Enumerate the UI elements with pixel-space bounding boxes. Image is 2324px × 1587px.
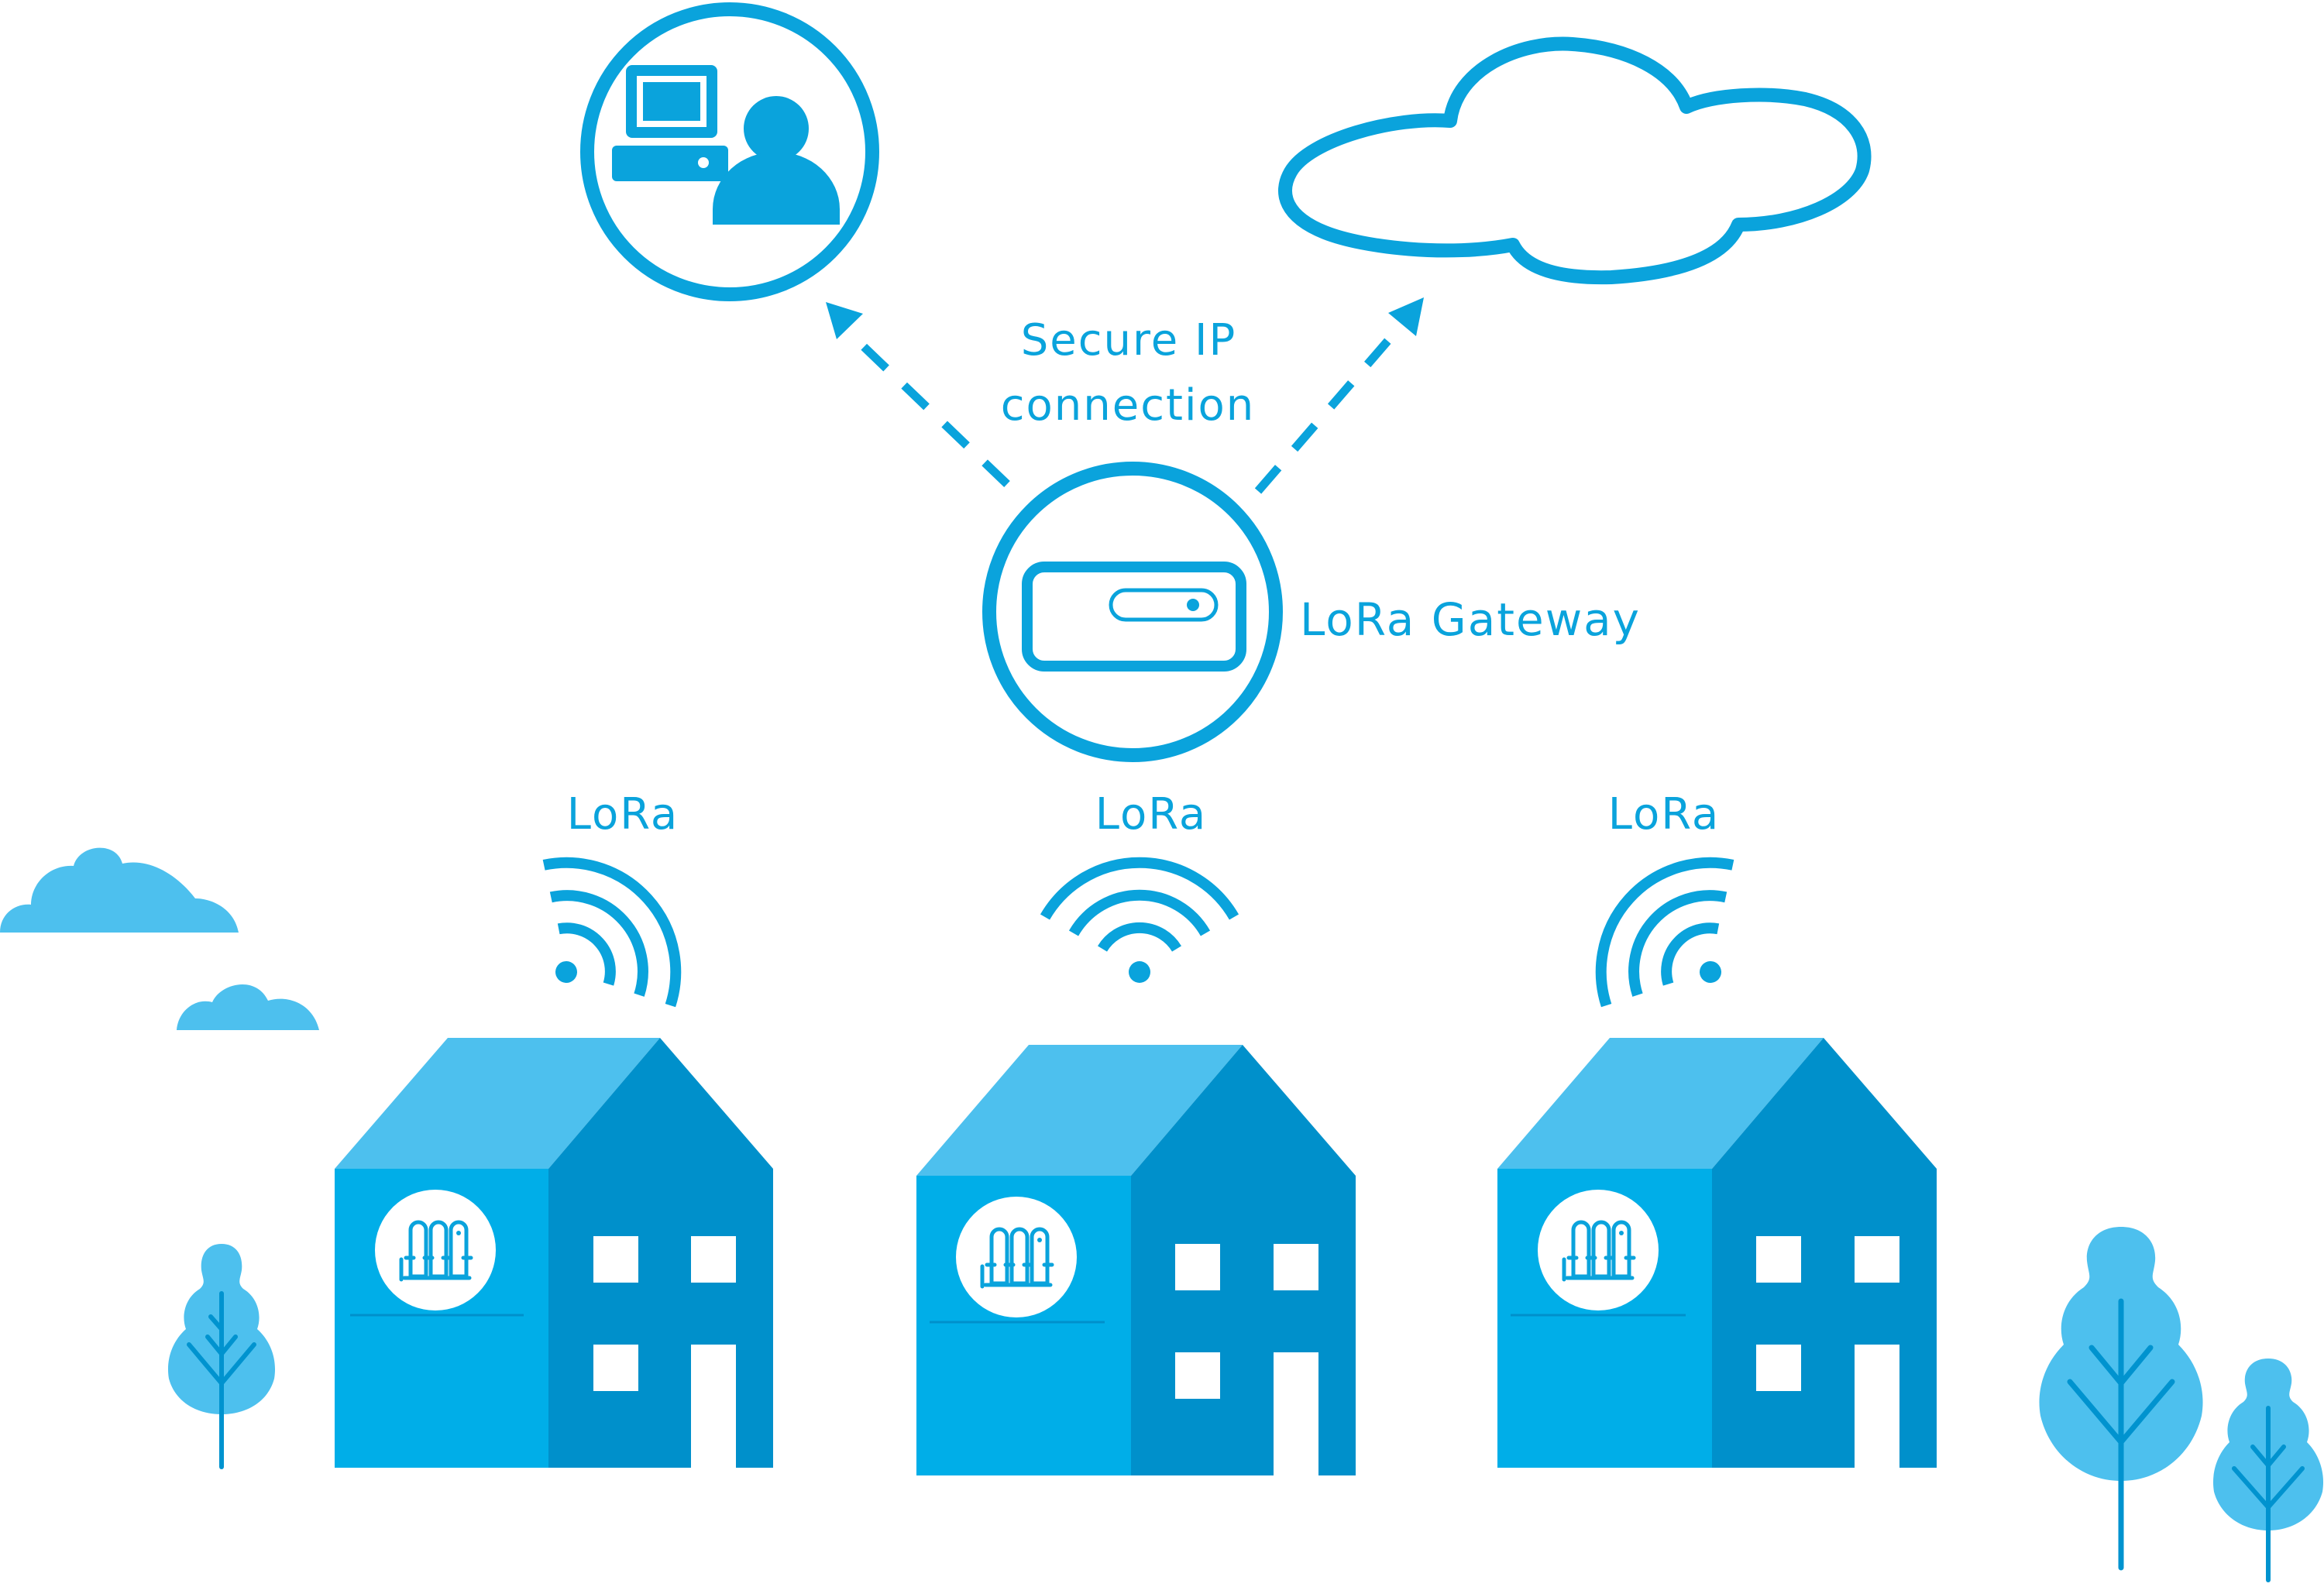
lora-label-left: LoRa: [567, 789, 679, 840]
gateway-label: LoRa Gateway: [1300, 593, 1641, 646]
meter-icon-center: [956, 1197, 1077, 1317]
wifi-signal-icon-right: [1566, 829, 1782, 1049]
meter-icon-left: [375, 1190, 496, 1310]
house-icon-right: [1497, 1038, 1937, 1468]
secure-ip-label-line1: Secure IP: [1021, 315, 1237, 366]
lora-label-center: LoRa: [1095, 789, 1207, 840]
arrow-to-cloud: [1254, 297, 1424, 494]
user-terminal-node: [580, 2, 879, 301]
tree-icon-right-small: [2212, 1359, 2324, 1582]
gateway-device-icon: [1022, 562, 1246, 672]
tree-icon-left: [167, 1244, 276, 1469]
cloud-icon: [1278, 36, 1872, 285]
wifi-signal-icon-center: [1045, 863, 1234, 983]
arrow-to-terminal: [826, 302, 1010, 487]
tree-icon-right-large: [2039, 1227, 2203, 1571]
wifi-signal-icon-left: [495, 829, 711, 1049]
computer-user-icon: [612, 65, 840, 225]
lora-label-right: LoRa: [1608, 789, 1720, 840]
sky-cloud-left-small: [177, 984, 319, 1030]
sky-cloud-left-large: [0, 847, 239, 933]
meter-icon-right: [1538, 1190, 1659, 1310]
house-icon-center: [916, 1045, 1356, 1475]
gateway-node: [982, 462, 1283, 762]
secure-ip-label-line2: connection: [1001, 380, 1256, 431]
house-icon-left: [335, 1038, 773, 1468]
